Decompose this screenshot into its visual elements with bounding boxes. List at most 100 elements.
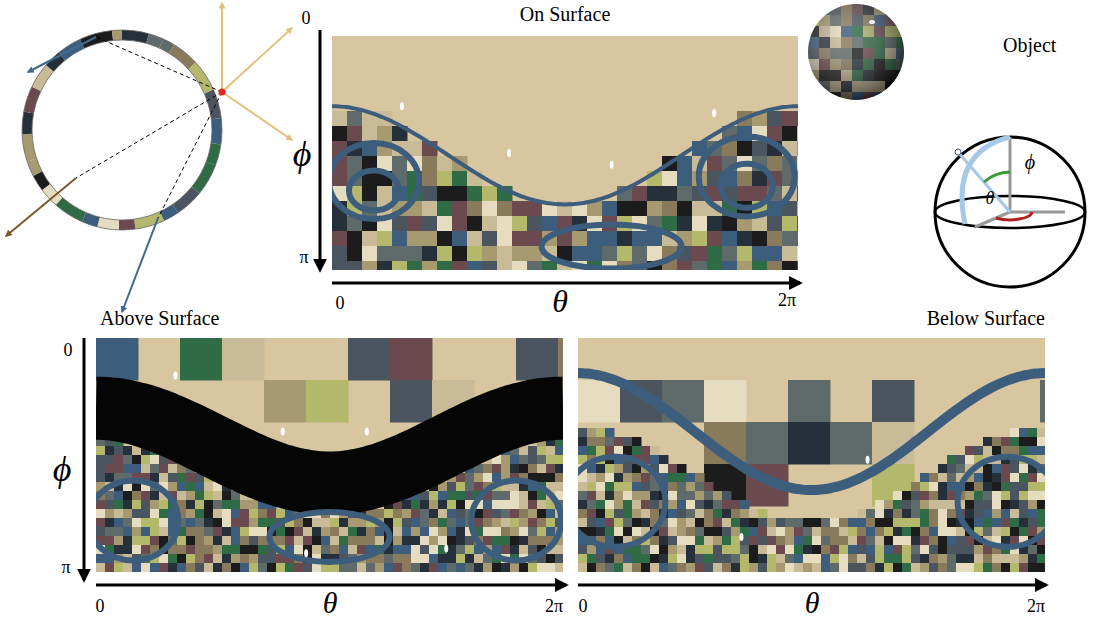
illustration-part	[983, 563, 993, 572]
illustration-part	[267, 554, 277, 564]
illustration-part	[659, 563, 669, 572]
illustration-part	[974, 509, 984, 519]
illustration-part	[623, 554, 633, 564]
illustration-part	[808, 4, 908, 104]
illustration-part	[527, 261, 543, 270]
illustration-part	[758, 527, 768, 537]
illustration-part	[632, 554, 642, 564]
illustration-part	[782, 111, 798, 127]
illustration-part	[204, 545, 214, 555]
illustration-part	[947, 455, 957, 465]
illustration-part	[677, 545, 687, 555]
illustration-part	[947, 464, 957, 474]
illustration-part	[240, 563, 250, 572]
illustration-part	[452, 186, 468, 202]
illustration-part	[587, 500, 597, 510]
illustration-part	[339, 518, 349, 528]
illustration-part	[510, 464, 520, 474]
illustration-part	[362, 231, 378, 247]
illustration-part	[150, 464, 160, 474]
illustration-part	[839, 563, 849, 572]
illustration-part	[965, 563, 975, 572]
illustration-part	[186, 527, 196, 537]
illustration-part	[429, 545, 439, 555]
illustration-part	[319, 30, 322, 270]
illustration-part	[587, 491, 597, 501]
illustration-part	[123, 518, 133, 528]
illustration-part	[411, 518, 421, 528]
illustration-part	[357, 545, 367, 555]
illustration-part	[501, 500, 511, 510]
illustration-part	[213, 527, 223, 537]
illustration-part	[974, 554, 984, 564]
illustration-part	[474, 473, 484, 483]
illustration-part	[285, 536, 295, 546]
illustration-part	[605, 491, 615, 501]
illustration-part	[312, 527, 322, 537]
axis-name: ϕ	[53, 451, 72, 489]
illustration-part	[686, 500, 696, 510]
illustration-part	[1019, 464, 1029, 474]
illustration-part	[605, 527, 615, 537]
illustration-part	[159, 527, 169, 537]
illustration-part	[213, 509, 223, 519]
illustration-part	[519, 563, 529, 572]
illustration-part	[105, 509, 115, 519]
illustration-part	[321, 545, 331, 555]
illustration-part	[492, 509, 502, 519]
illustration-part	[240, 527, 250, 537]
illustration-part	[377, 261, 393, 270]
illustration-part	[392, 261, 408, 270]
illustration-part	[958, 152, 1010, 212]
illustration-part	[195, 536, 205, 546]
illustration-part	[294, 518, 304, 528]
illustration-part	[96, 481, 178, 561]
illustration-part	[1010, 473, 1020, 483]
illustration-part	[420, 554, 430, 564]
illustration-part	[150, 509, 160, 519]
illustration-part	[749, 563, 759, 572]
illustration-part	[555, 446, 563, 456]
illustration-part	[150, 563, 160, 572]
illustration-part	[465, 473, 475, 483]
illustration-part	[1001, 509, 1011, 519]
illustration-part	[321, 536, 331, 546]
illustration-part	[704, 491, 714, 501]
illustration-part	[884, 509, 894, 519]
illustration-part	[974, 545, 984, 555]
illustration-part	[974, 563, 984, 572]
illustration-part	[632, 473, 642, 483]
illustration-part	[240, 545, 250, 555]
illustration-part	[240, 554, 250, 564]
illustration-part	[393, 563, 403, 572]
illustration-part	[312, 536, 322, 546]
illustration-part	[983, 527, 993, 537]
illustration-part	[668, 509, 678, 519]
illustration-part	[776, 518, 786, 528]
illustration-part	[400, 102, 716, 169]
illustration-part	[204, 491, 214, 501]
illustration-part	[357, 536, 367, 546]
illustration-part	[114, 455, 124, 465]
illustration-part	[467, 186, 483, 202]
illustration-part	[402, 536, 412, 546]
illustration-part	[587, 509, 597, 519]
illustration-part	[587, 527, 597, 537]
illustration-part	[857, 536, 867, 546]
illustration-part	[330, 536, 340, 546]
illustration-part	[150, 527, 160, 537]
illustration-part	[501, 455, 511, 465]
illustration-part	[347, 261, 363, 270]
illustration-part	[617, 231, 633, 247]
illustration-part	[1001, 482, 1011, 492]
illustration-part	[497, 246, 513, 262]
illustration-part	[347, 126, 363, 142]
illustration-part	[596, 446, 606, 456]
illustration-part	[222, 338, 265, 381]
illustration-part	[632, 437, 642, 447]
illustration-part	[695, 482, 705, 492]
axis-name: θ	[552, 285, 568, 319]
illustration-part	[357, 563, 367, 572]
illustration-part	[402, 527, 412, 537]
illustration-part	[1019, 518, 1029, 528]
